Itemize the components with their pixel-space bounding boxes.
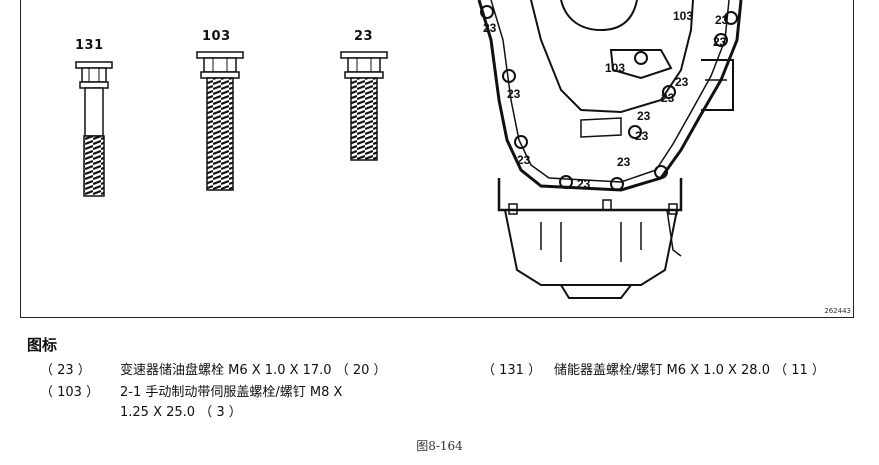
bolt-label-23: 23 [354,29,374,44]
callout-23-h: 23 [517,153,531,167]
figure-caption: 图8-164 [416,439,463,453]
callout-23-j: 23 [577,177,591,191]
bolt-label-103: 103 [202,29,231,44]
bolt-label-131: 131 [75,38,104,53]
legend-num: （ 103 ） [40,385,100,400]
callout-23-f: 23 [661,91,675,105]
legend-item-103: （ 103 ） 2-1 手动制动带伺服盖螺栓/螺钉 M8 X 1.25 X 25… [40,383,440,423]
callout-23-i: 23 [617,155,631,169]
callout-23-e: 23 [675,75,689,89]
callout-23-b: 23 [715,13,729,27]
legend-desc: 2-1 手动制动带伺服盖螺栓/螺钉 M8 X [120,385,343,400]
legend-title: 图标 [27,336,58,354]
legend-num: （ 23 ） [40,363,91,378]
legend-desc: 储能器盖螺栓/螺钉 M6 X 1.0 X 28.0 （ 11 ） [554,363,825,378]
legend-item-23: （ 23 ） 变速器储油盘螺栓 M6 X 1.0 X 17.0 （ 20 ） [40,361,440,381]
figure-code: 262443 [824,307,851,315]
bolt-and-pan-drawing: 103 103 23 23 23 23 23 23 23 23 23 23 23 [75,0,743,299]
callout-103-b: 103 [605,61,625,75]
figure-frame: 103 103 23 23 23 23 23 23 23 23 23 23 23… [20,0,854,318]
oil-pan-drawing [477,0,743,299]
bolt-131 [75,61,113,197]
legend-num: （ 131 ） [482,363,542,378]
callout-23-a: 23 [483,21,497,35]
bolt-23 [340,51,388,161]
bolt-103 [196,51,244,191]
legend-desc: 变速器储油盘螺栓 M6 X 1.0 X 17.0 （ 20 ） [120,363,387,378]
legend-desc-continued: 1.25 X 25.0 （ 3 ） [120,405,242,420]
legend-item-131: （ 131 ） 储能器盖螺栓/螺钉 M6 X 1.0 X 28.0 （ 11 ） [482,361,862,381]
callout-23-g: 23 [637,109,651,123]
callout-23-d: 23 [507,87,521,101]
callout-23-c: 23 [713,35,727,49]
callout-103-a: 103 [673,9,693,23]
callout-23-k: 23 [635,129,649,143]
